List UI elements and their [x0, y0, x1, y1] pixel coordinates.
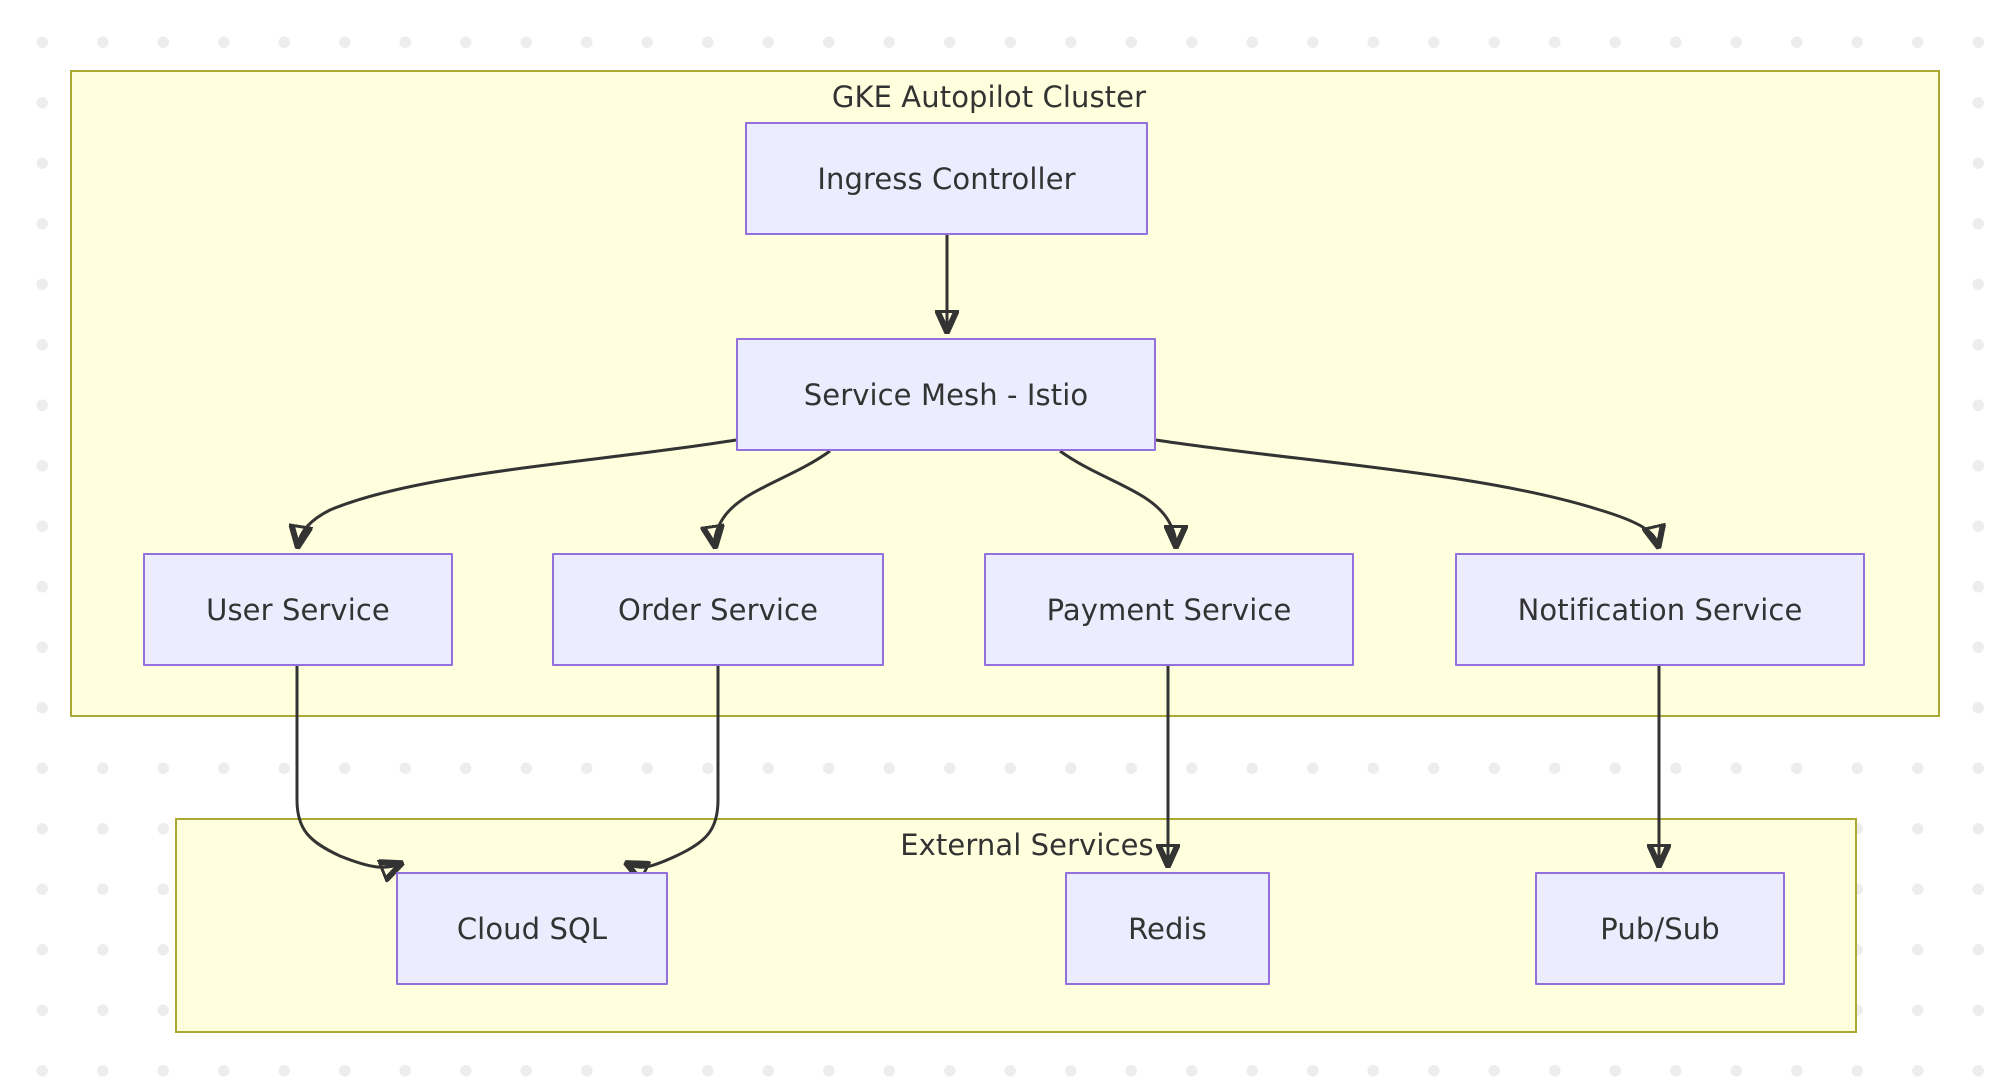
node-pub-sub[interactable]: Pub/Sub [1535, 872, 1785, 985]
node-redis[interactable]: Redis [1065, 872, 1270, 985]
node-notification-service[interactable]: Notification Service [1455, 553, 1865, 666]
node-user-service[interactable]: User Service [143, 553, 453, 666]
node-ingress-controller[interactable]: Ingress Controller [745, 122, 1148, 235]
cluster-label-external-services: External Services [900, 828, 1154, 862]
node-payment-service[interactable]: Payment Service [984, 553, 1354, 666]
node-cloud-sql[interactable]: Cloud SQL [396, 872, 668, 985]
cluster-label-gke-autopilot: GKE Autopilot Cluster [831, 80, 1147, 114]
node-service-mesh-istio[interactable]: Service Mesh - Istio [736, 338, 1156, 451]
node-order-service[interactable]: Order Service [552, 553, 884, 666]
